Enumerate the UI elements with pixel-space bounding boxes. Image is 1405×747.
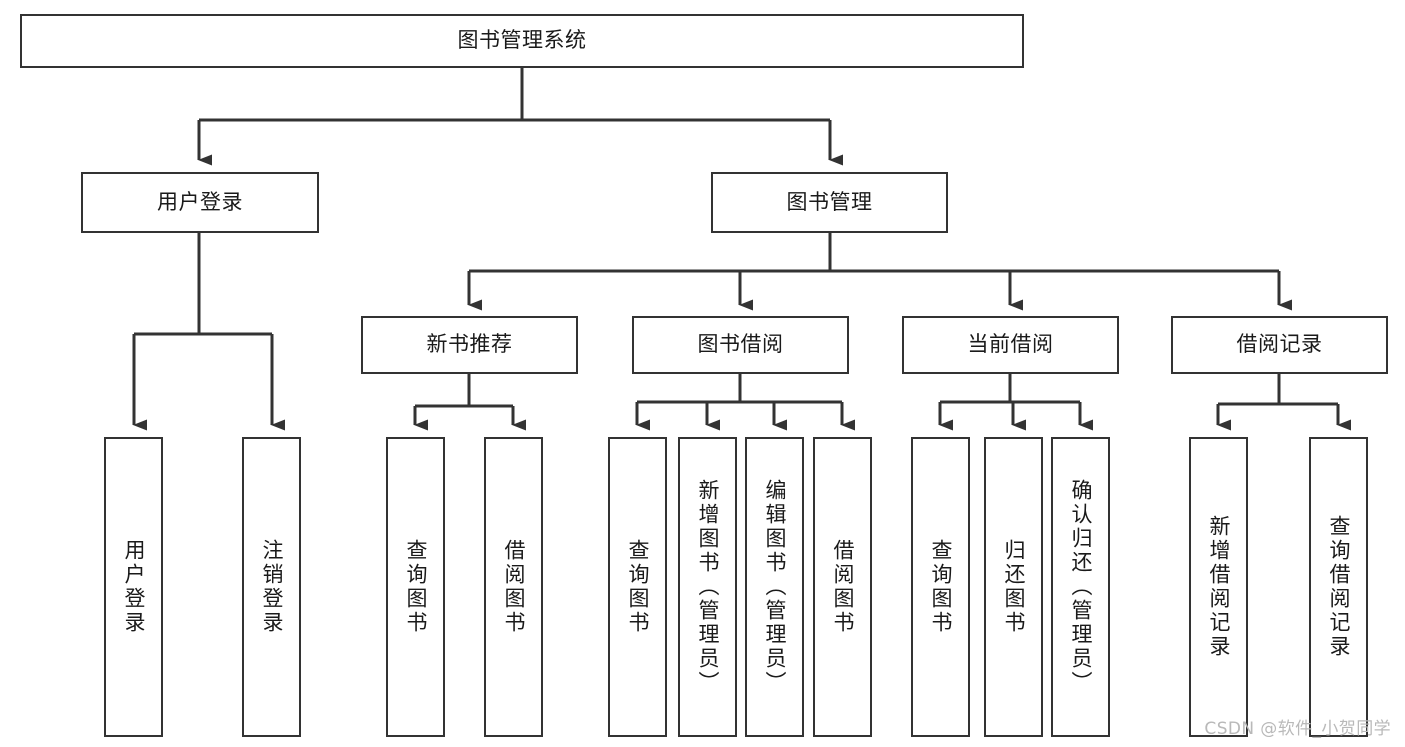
leaf-user-login[interactable]: 用户登录 xyxy=(104,437,163,737)
leaf-label: 借阅图书 xyxy=(831,539,855,635)
node-book-management[interactable]: 图书管理 xyxy=(711,172,948,233)
node-new-book-recommend[interactable]: 新书推荐 xyxy=(361,316,578,374)
node-book-management-label: 图书管理 xyxy=(786,189,873,214)
node-current-borrow-label: 当前借阅 xyxy=(967,332,1054,357)
leaf-label: 查询图书 xyxy=(404,539,428,635)
leaf-query-book-borrow[interactable]: 查询图书 xyxy=(608,437,667,737)
leaf-label: 查询图书 xyxy=(929,539,953,635)
leaf-label: 用户登录 xyxy=(122,539,146,635)
leaf-label: 注销登录 xyxy=(260,539,284,635)
leaf-add-borrow-record[interactable]: 新增借阅记录 xyxy=(1189,437,1248,737)
leaf-label: 查询图书 xyxy=(626,539,650,635)
leaf-query-book-current[interactable]: 查询图书 xyxy=(911,437,970,737)
node-new-book-recommend-label: 新书推荐 xyxy=(426,332,513,357)
leaf-label: 确认归还（管理员） xyxy=(1069,479,1093,695)
node-borrow-record[interactable]: 借阅记录 xyxy=(1171,316,1388,374)
node-book-borrow[interactable]: 图书借阅 xyxy=(632,316,849,374)
leaf-label: 新增借阅记录 xyxy=(1207,515,1231,659)
node-current-borrow[interactable]: 当前借阅 xyxy=(902,316,1119,374)
leaf-label: 归还图书 xyxy=(1002,539,1026,635)
node-borrow-record-label: 借阅记录 xyxy=(1236,332,1323,357)
leaf-borrow-book[interactable]: 借阅图书 xyxy=(813,437,872,737)
leaf-logout[interactable]: 注销登录 xyxy=(242,437,301,737)
leaf-add-book-admin[interactable]: 新增图书（管理员） xyxy=(678,437,737,737)
node-user-login-label: 用户登录 xyxy=(157,189,243,214)
leaf-return-book[interactable]: 归还图书 xyxy=(984,437,1043,737)
leaf-label: 借阅图书 xyxy=(502,539,526,635)
node-root-label: 图书管理系统 xyxy=(457,28,587,53)
node-root[interactable]: 图书管理系统 xyxy=(20,14,1024,68)
leaf-label: 查询借阅记录 xyxy=(1327,515,1351,659)
node-book-borrow-label: 图书借阅 xyxy=(697,332,784,357)
leaf-query-book-recommend[interactable]: 查询图书 xyxy=(386,437,445,737)
node-user-login[interactable]: 用户登录 xyxy=(81,172,319,233)
leaf-confirm-return-admin[interactable]: 确认归还（管理员） xyxy=(1051,437,1110,737)
leaf-label: 编辑图书（管理员） xyxy=(763,479,787,695)
leaf-edit-book-admin[interactable]: 编辑图书（管理员） xyxy=(745,437,804,737)
leaf-query-borrow-record[interactable]: 查询借阅记录 xyxy=(1309,437,1368,737)
leaf-borrow-book-recommend[interactable]: 借阅图书 xyxy=(484,437,543,737)
leaf-label: 新增图书（管理员） xyxy=(696,479,720,695)
